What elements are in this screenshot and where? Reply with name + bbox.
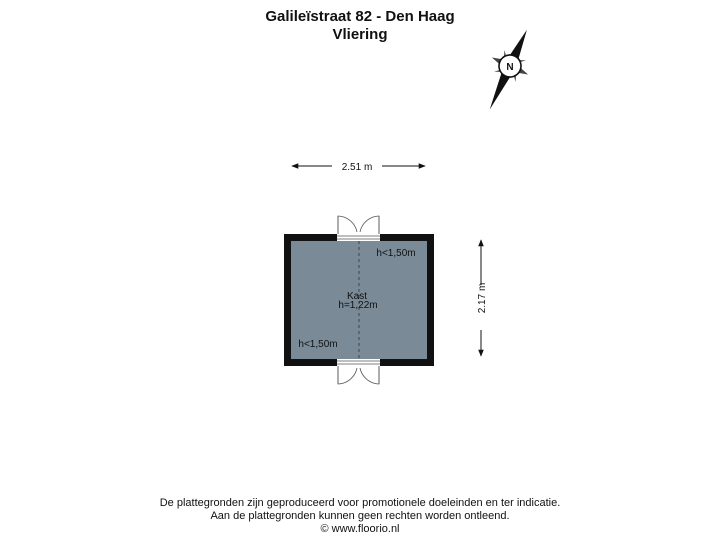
floor-name: Vliering (332, 26, 388, 43)
north-label: N (506, 62, 513, 73)
disclaimer-line-2: Aan de plattegronden kunnen geen rechten… (210, 510, 510, 522)
height-dimension: 2.17 m (477, 239, 488, 357)
room-kast (284, 234, 434, 366)
width-dimension: 2.51 m (291, 162, 426, 173)
low-height-note-left: h<1,50m (298, 339, 337, 350)
room-height: h=1,22m (338, 300, 377, 311)
copyright-line: © www.floorio.nl (320, 523, 400, 535)
low-height-note-right: h<1,50m (376, 248, 415, 259)
room-name: Kast (347, 291, 367, 302)
top-double-door (337, 215, 380, 234)
width-label: 2.51 m (342, 162, 373, 173)
disclaimer-line-1: De plattegronden zijn geproduceerd voor … (159, 497, 561, 509)
plan-title: Galileïstraat 82 - Den Haag (265, 8, 455, 25)
compass-icon: N (489, 29, 529, 110)
bottom-double-door (337, 366, 380, 385)
height-label: 2.17 m (477, 283, 488, 314)
